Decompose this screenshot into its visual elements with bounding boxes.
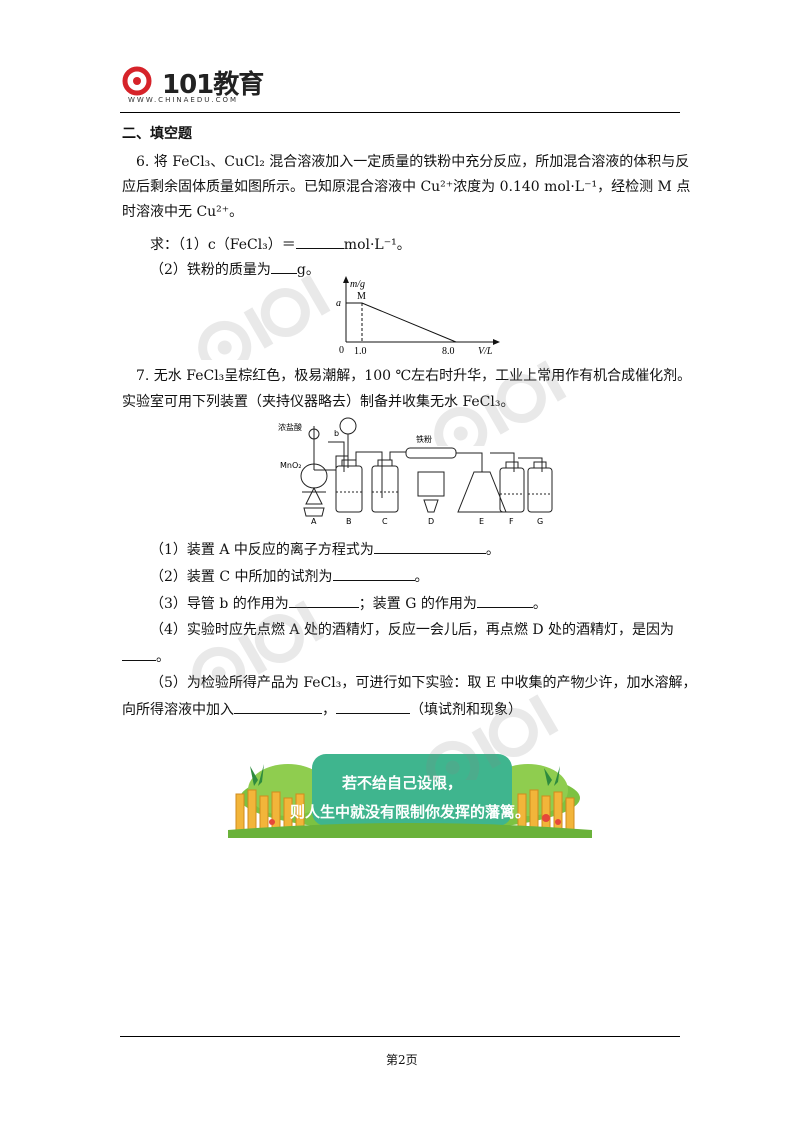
watermark-logo-3 [192, 600, 325, 686]
y-axis-arrow [343, 276, 349, 283]
tube-b-label: b [334, 429, 339, 438]
q7-line2: 实验室可用下列装置（夹持仪器略去）制备并收集无水 FeCl₃。 [122, 394, 515, 410]
apparatus-label-d: D [428, 517, 434, 526]
q7-sub3: （3）导管 b 的作用为 ；装置 G 的作用为 。 [150, 593, 547, 614]
mno2-label: MnO₂ [280, 461, 301, 470]
q7-sub1: （1）装置 A 中反应的离子方程式为 。 [150, 539, 500, 560]
watermark-logo-2 [434, 360, 567, 446]
answer-blank-q7-5a[interactable] [234, 699, 322, 714]
q7-sub3-mid: ；装置 G 的作用为 [358, 596, 477, 612]
q6-sub1: 求：（1）c（FeCl₃）＝ mol·L⁻¹。 [150, 234, 411, 255]
q6-line2: 应后剩余固体质量如图所示。已知原混合溶液中 Cu²⁺浓度为 0.140 mol·… [122, 179, 691, 195]
apparatus-label-c: C [382, 517, 388, 526]
q7-sub3-prefix: （3）导管 b 的作用为 [150, 596, 289, 612]
answer-blank-q7-3a[interactable] [288, 593, 359, 608]
q7-sub5-suffix: （填试剂和现象） [410, 702, 522, 718]
q7-line1: 7. 无水 FeCl₃呈棕红色，极易潮解，100 ℃左右时升华，工业上常用作有机… [136, 368, 692, 384]
logo-url: WWW.CHINAEDU.COM [128, 96, 239, 104]
x-axis-label: V/L [478, 346, 493, 357]
footer-divider [120, 1036, 680, 1037]
section-title: 二、填空题 [122, 126, 192, 142]
answer-blank-q6-2[interactable] [270, 259, 297, 274]
page-number: 第2页 [386, 1053, 418, 1067]
answer-blank-q7-1[interactable] [373, 539, 486, 554]
q6-line3: 时溶液中无 Cu²⁺。 [122, 204, 244, 220]
q7-sub2-prefix: （2）装置 C 中所加的试剂为 [150, 569, 333, 585]
q6-sub1-suffix: mol·L⁻¹。 [343, 237, 411, 253]
x-tick-label-2: 8.0 [442, 346, 455, 357]
answer-blank-q7-3b[interactable] [476, 593, 533, 608]
point-label: M [357, 291, 366, 302]
apparatus-label-f: F [509, 517, 514, 526]
q7-sub2: （2）装置 C 中所加的试剂为 。 [150, 566, 429, 587]
origin-label: 0 [339, 345, 344, 356]
q6-sub1-prefix: 求：（1）c（FeCl₃）＝ [150, 237, 296, 253]
apparatus-label-a: A [311, 517, 317, 526]
answer-blank-q7-4[interactable] [122, 646, 156, 661]
banner-line1: 若不给自己设限， [342, 774, 463, 792]
q7-sub5-line1: （5）为检验所得产品为 FeCl₃，可进行如下实验：取 E 中收集的产物少许，加… [150, 675, 697, 691]
q7-sub5-mid: ， [322, 702, 336, 718]
y-tick-label: a [336, 298, 341, 309]
motivational-banner-art [228, 754, 592, 838]
q7-sub4-suffix: 。 [156, 649, 170, 665]
q6-sub2-prefix: （2）铁粉的质量为 [150, 262, 271, 278]
apparatus-label-g: G [537, 517, 543, 526]
apparatus-label-e: E [479, 517, 484, 526]
q6-sub2: （2）铁粉的质量为 g。 [150, 259, 320, 280]
q7-sub1-suffix: 。 [485, 542, 500, 558]
x-axis-arrow [493, 339, 500, 345]
apparatus-label-b: B [346, 517, 352, 526]
y-axis-label: m/g [350, 279, 365, 290]
banner-line2: 则人生中就没有限制你发挥的藩篱。 [290, 803, 531, 821]
iron-label: 铁粉 [416, 434, 432, 444]
x-tick-label-1: 1.0 [354, 346, 367, 357]
q7-sub5-line2: 向所得溶液中加入 ， （填试剂和现象） [122, 699, 522, 720]
watermark-logo-4 [426, 694, 559, 780]
q7-sub5-prefix: 向所得溶液中加入 [122, 702, 234, 718]
apparatus-diagram: 浓盐酸 MnO₂ b 铁粉 A B C D E F G [278, 417, 553, 526]
q7-sub4-line1: （4）实验时应先点燃 A 处的酒精灯，反应一会儿后，再点燃 D 处的酒精灯，是因… [150, 622, 675, 638]
answer-blank-q7-5b[interactable] [336, 699, 410, 714]
q7-sub3-suffix: 。 [532, 596, 547, 612]
q7-sub2-suffix: 。 [414, 569, 429, 585]
answer-blank-q7-2[interactable] [332, 566, 415, 581]
q7-sub1-prefix: （1）装置 A 中反应的离子方程式为 [150, 542, 374, 558]
mass-volume-graph: m/g a M 0 1.0 8.0 V/L [336, 276, 500, 357]
answer-blank-q6-1[interactable] [295, 234, 344, 249]
logo-text: 101教育 [162, 70, 264, 100]
q6-line1: 6. 将 FeCl₃、CuCl₂ 混合溶液加入一定质量的铁粉中充分反应，所加混合… [136, 154, 690, 170]
logo-mark [122, 66, 152, 96]
header-divider [120, 112, 680, 113]
q6-sub2-suffix: g。 [296, 262, 320, 278]
acid-label: 浓盐酸 [278, 422, 302, 432]
watermark-logo-1 [198, 274, 331, 360]
q7-sub4-line2: 。 [122, 646, 170, 667]
